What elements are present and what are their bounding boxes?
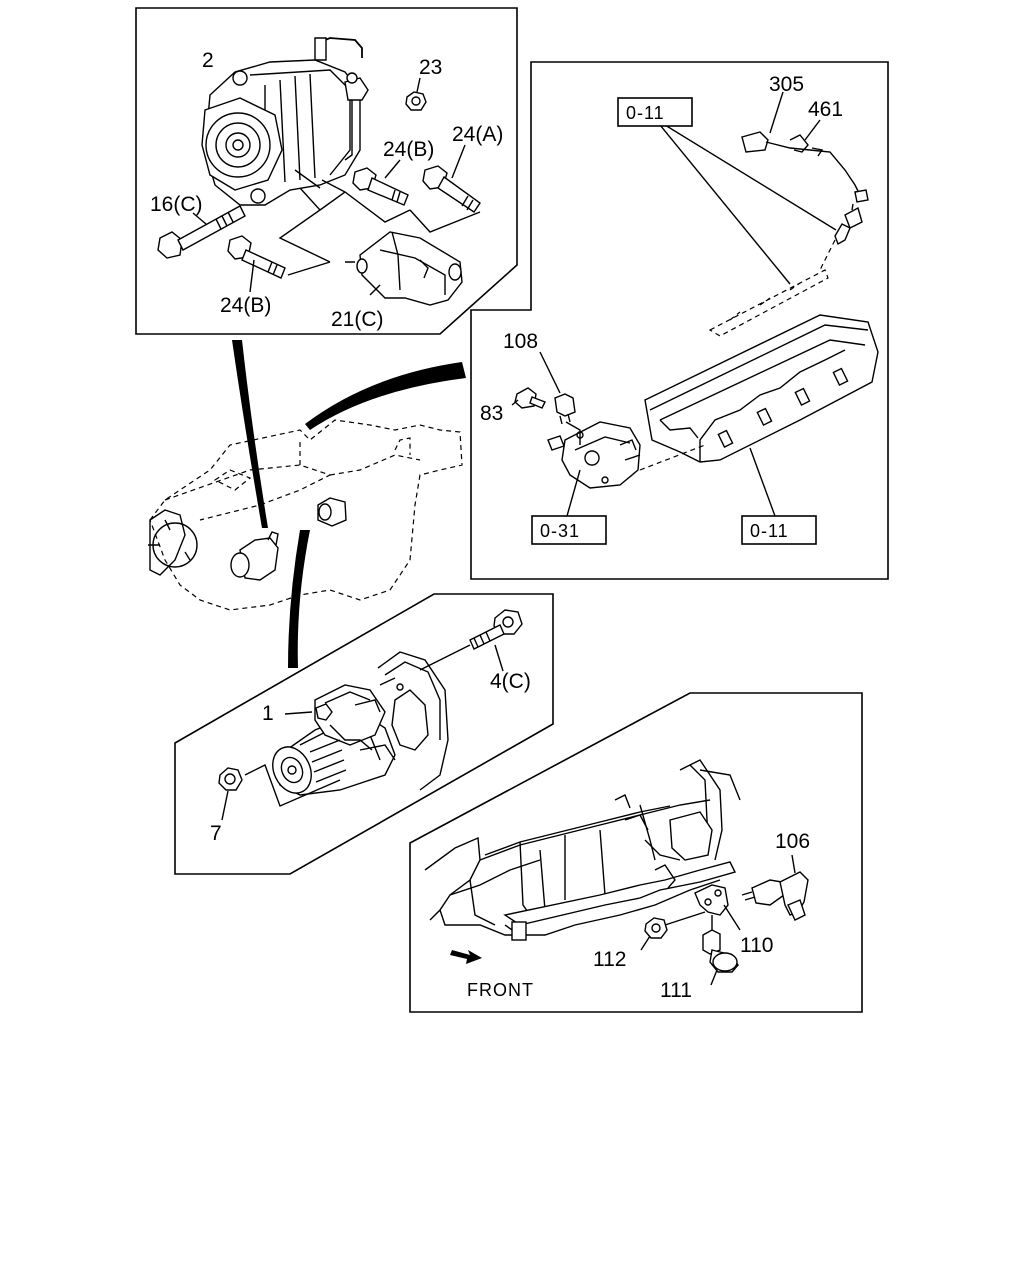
callout-110: 110: [740, 934, 773, 957]
callout-23: 23: [419, 56, 442, 79]
ref-box-011-bottom: [741, 515, 817, 545]
callout-24b-top: 24(B): [383, 138, 434, 161]
callout-83: 83: [480, 402, 503, 425]
callout-4c: 4(C): [490, 670, 531, 693]
engine-assembly: [148, 419, 463, 611]
panel-frame: [409, 692, 863, 1013]
callout-24a: 24(A): [452, 123, 503, 146]
callout-24b-bottom: 24(B): [220, 294, 271, 317]
callout-108: 108: [503, 330, 538, 353]
ref-box-031: [531, 515, 607, 545]
leader-curve-alternator: [232, 340, 268, 528]
panel-alternator: [135, 7, 518, 335]
callout-21c: 21(C): [331, 308, 384, 331]
panel-cylinder-head: [470, 61, 889, 580]
callout-106: 106: [775, 830, 810, 853]
callout-112: 112: [593, 948, 626, 971]
front-arrow-icon: [450, 950, 482, 964]
callout-461: 461: [808, 98, 843, 121]
leader-curve-starter: [288, 530, 310, 668]
callout-2: 2: [202, 49, 214, 72]
callout-16c: 16(C): [150, 193, 203, 216]
panel-starter: [174, 593, 554, 875]
callout-305: 305: [769, 73, 804, 96]
front-label: FRONT: [467, 980, 534, 1000]
ref-box-011-top: [617, 97, 693, 127]
callout-111: 111: [660, 979, 692, 1002]
ref-011-top: 0-11: [626, 103, 665, 123]
callout-1: 1: [262, 702, 274, 725]
ref-031: 0-31: [540, 521, 580, 541]
ref-011-bottom: 0-11: [750, 521, 789, 541]
leader-curve-head: [305, 362, 466, 430]
callout-7: 7: [210, 822, 222, 845]
